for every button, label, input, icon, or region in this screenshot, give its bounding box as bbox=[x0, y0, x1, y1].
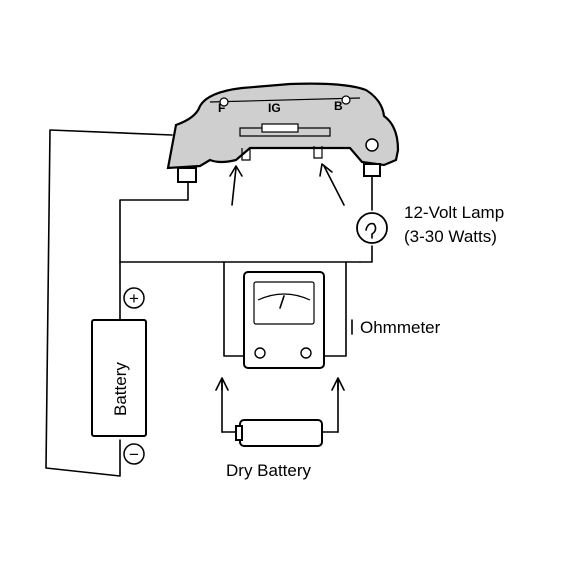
terminal-b-label: B bbox=[334, 99, 343, 113]
arrow-up-icon bbox=[215, 377, 229, 391]
regulator-marking: IG bbox=[268, 101, 281, 115]
arrows bbox=[215, 163, 345, 391]
ohmmeter-label: Ohmmeter bbox=[360, 318, 441, 337]
plus-sign: + bbox=[129, 289, 139, 308]
plus-terminal-icon bbox=[123, 287, 145, 309]
arrow-up-icon bbox=[319, 163, 345, 206]
arrow-up-icon bbox=[229, 165, 243, 206]
minus-terminal-icon bbox=[123, 443, 145, 465]
lamp: 12-Volt Lamp (3-30 Watts) bbox=[356, 203, 504, 246]
lamp-icon bbox=[356, 212, 388, 244]
arrow-up-icon bbox=[331, 377, 345, 391]
terminal-f-label: F bbox=[218, 101, 225, 115]
ic-regulator: IG F B bbox=[166, 82, 400, 183]
lamp-label-line2: (3-30 Watts) bbox=[404, 227, 497, 246]
wires bbox=[45, 129, 373, 477]
dry-battery-label: Dry Battery bbox=[226, 461, 312, 480]
battery-label: Battery bbox=[111, 362, 130, 416]
minus-sign: − bbox=[129, 445, 139, 464]
dry-battery: Dry Battery bbox=[226, 419, 323, 480]
ohmmeter: Ohmmeter bbox=[243, 271, 441, 369]
lamp-label-line1: 12-Volt Lamp bbox=[404, 203, 504, 222]
main-battery: Battery + − bbox=[91, 287, 147, 465]
